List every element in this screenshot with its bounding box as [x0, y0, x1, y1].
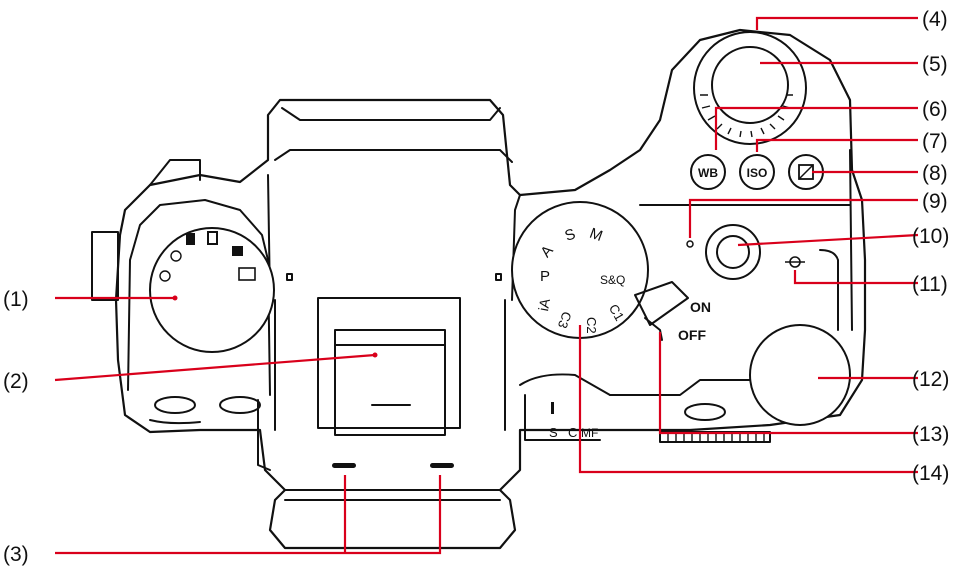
callout-8: (8) — [922, 162, 948, 185]
focus-mf-label: MF — [581, 426, 598, 440]
callout-5: (5) — [922, 53, 948, 76]
interval-icon — [232, 246, 243, 256]
callout-3: (3) — [3, 543, 29, 566]
callout-4: (4) — [922, 8, 948, 31]
focus-mode-lever[interactable]: S C MF — [524, 394, 601, 441]
callout-10: (10) — [912, 225, 949, 248]
hot-shoe — [317, 297, 461, 436]
leader-lines — [54, 16, 919, 555]
shutter-button[interactable] — [711, 46, 789, 124]
front-dial[interactable] — [693, 31, 807, 145]
camera-body — [91, 28, 867, 550]
mode-p-label: P — [540, 268, 550, 285]
callout-9: (9) — [922, 190, 948, 213]
video-mode-icon — [238, 267, 256, 281]
callout-14: (14) — [912, 462, 949, 485]
mode-ia-label: iA — [535, 297, 553, 313]
callout-12: (12) — [912, 368, 949, 391]
rear-dial[interactable] — [749, 324, 851, 426]
mode-m-label: M — [587, 225, 605, 245]
self-timer-icon — [170, 250, 182, 262]
exposure-comp-button[interactable] — [788, 154, 824, 190]
mode-sq-label: S&Q — [600, 273, 625, 287]
wb-button-label: WB — [698, 166, 718, 180]
speaker-holes — [332, 463, 454, 468]
mode-dial[interactable]: P A S M S&Q C1 C2 C3 iA — [511, 201, 649, 339]
status-indicator-lamp — [686, 240, 694, 248]
focal-plane-mark-icon — [785, 256, 805, 268]
mode-c1-label: C1 — [606, 302, 627, 324]
callout-11: (11) — [912, 273, 948, 296]
mode-c2-label: C2 — [584, 317, 599, 334]
power-off-label: OFF — [678, 327, 706, 343]
mode-c3-label: C3 — [555, 310, 575, 331]
callout-2: (2) — [3, 370, 29, 393]
callout-labels: (1) (2) (3) (4) (5) (6) (7) (8) (9) (10)… — [3, 8, 949, 566]
focus-s-label: S — [549, 425, 558, 440]
burst-high-icon — [207, 231, 218, 245]
callout-1: (1) — [3, 288, 29, 311]
focus-c-label: C — [568, 425, 577, 440]
drive-mode-dial[interactable] — [149, 227, 275, 353]
video-rec-button[interactable] — [705, 224, 761, 280]
callout-7: (7) — [922, 130, 948, 153]
power-on-label: ON — [690, 299, 711, 315]
callout-6: (6) — [922, 98, 948, 121]
wb-button[interactable]: WB — [690, 154, 726, 190]
callout-13: (13) — [912, 423, 949, 446]
iso-button-label: ISO — [747, 166, 768, 180]
power-switch[interactable]: ON OFF — [634, 281, 711, 343]
burst-low-icon — [186, 233, 195, 245]
iso-button[interactable]: ISO — [739, 154, 775, 190]
single-shot-icon — [159, 270, 171, 282]
